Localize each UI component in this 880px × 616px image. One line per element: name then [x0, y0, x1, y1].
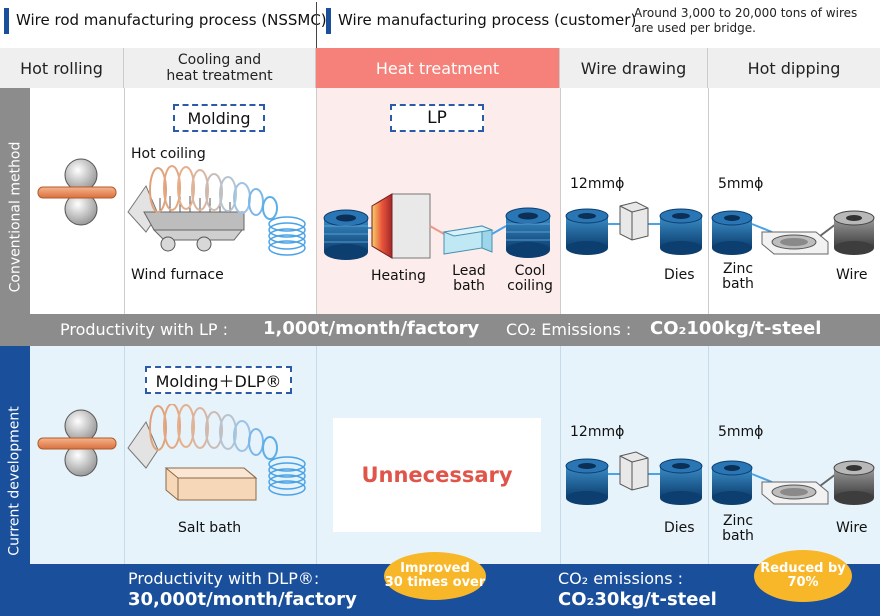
column-wire-drawing: Wire drawing [560, 48, 708, 88]
conventional-divider-1 [124, 88, 125, 314]
column-cooling-line1: Cooling and [177, 52, 262, 68]
salt-bath-label: Salt bath [178, 520, 242, 536]
drawing-diameter-label-current: 12mmϕ [570, 424, 625, 440]
dipping-diameter-label-current: 5mmϕ [718, 424, 764, 440]
reduced-badge-line1: Reduced by [760, 561, 846, 576]
reduced-badge-line2: 70% [787, 575, 819, 590]
cool-coiling-label: Cool coiling [504, 264, 556, 294]
cool-coiling-line1: Cool [514, 263, 546, 279]
improved-badge-line2: 30 times over [384, 575, 486, 590]
improved-badge: Improved 30 times over [384, 552, 486, 600]
hot-coiling-label: Hot coiling [131, 146, 206, 162]
current-side-band: Current development [0, 346, 30, 616]
conventional-divider-4 [708, 88, 709, 314]
drawing-diameter-label: 12mmϕ [570, 176, 625, 192]
molding-dlp-tag: Molding＋DLP® [145, 366, 292, 394]
header-divider [316, 2, 317, 48]
heating-label: Heating [371, 268, 426, 284]
coil-icon [323, 209, 369, 260]
column-cooling: Cooling and heat treatment [124, 48, 316, 88]
lp-line-icon [323, 193, 551, 260]
header-accent-left [4, 8, 9, 34]
unnecessary-box: Unnecessary [333, 418, 541, 532]
wire-drawing-icon-current [565, 451, 703, 505]
header-left-title: Wire rod manufacturing process (NSSMC) [16, 11, 327, 29]
current-divider-2 [316, 346, 317, 564]
zinc-bath-line2-current: bath [722, 528, 754, 544]
cool-coiling-line2: coiling [507, 278, 553, 294]
conventional-side-label: Conventional method [7, 141, 24, 293]
header-note-line2: are used per bridge. [634, 21, 756, 35]
zinc-bath-line1: Zinc [722, 261, 754, 277]
column-hot-rolling: Hot rolling [0, 48, 124, 88]
lead-bath-label: Lead bath [447, 264, 491, 294]
dlp-productivity-label: Productivity with DLP®: [128, 569, 320, 588]
current-side-label: Current development [7, 406, 24, 556]
zinc-bath-line2: bath [722, 276, 754, 292]
column-hot-dipping: Hot dipping [708, 48, 880, 88]
wire-label: Wire [836, 267, 868, 283]
lp-productivity-value: 1,000t/month/factory [263, 318, 480, 339]
reduced-badge: Reduced by 70% [754, 550, 852, 602]
conventional-side-band: Conventional method [0, 88, 30, 346]
improved-badge-line1: Improved [400, 561, 470, 576]
zinc-bath-label-current: Zinc bath [716, 514, 760, 544]
lp-tag: LP [390, 104, 484, 132]
current-divider-3 [560, 346, 561, 564]
unnecessary-label: Unnecessary [361, 463, 513, 487]
rolling-mill-icon-current [37, 409, 117, 477]
wire-drawing-icon [565, 201, 703, 255]
lp-productivity-label: Productivity with LP : [60, 320, 229, 339]
dlp-productivity-value: 30,000t/month/factory [128, 589, 357, 610]
column-heat-treatment: Heat treatment [316, 48, 560, 88]
dlp-emission-value: CO₂30kg/t-steel [558, 589, 717, 610]
lp-emission-value: CO₂100kg/t-steel [650, 318, 822, 339]
lead-bath-line1: Lead [452, 263, 486, 279]
current-divider-1 [124, 346, 125, 564]
dies-label-current: Dies [664, 520, 695, 536]
lp-emission-label: CO₂ Emissions : [506, 320, 632, 339]
header-note-line1: Around 3,000 to 20,000 tons of wires [634, 6, 858, 20]
die-icon [619, 201, 649, 241]
header-note: Around 3,000 to 20,000 tons of wires are… [634, 6, 857, 36]
header-accent-right [326, 8, 331, 34]
zinc-bath-line1-current: Zinc [722, 513, 754, 529]
wind-furnace-icon [127, 165, 306, 256]
dies-label: Dies [664, 267, 695, 283]
lead-bath-line2: bath [453, 278, 485, 294]
current-divider-4 [708, 346, 709, 564]
conventional-divider-2 [316, 88, 317, 314]
zinc-bath-label: Zinc bath [716, 262, 760, 292]
wind-furnace-label: Wind furnace [131, 267, 224, 283]
dlp-emission-label: CO₂ emissions : [558, 569, 683, 588]
wire-label-current: Wire [836, 520, 868, 536]
molding-tag: Molding [173, 104, 265, 132]
header-right-title: Wire manufacturing process (customer) [338, 11, 637, 29]
rolling-mill-icon [37, 158, 117, 226]
column-cooling-line2: heat treatment [166, 68, 273, 84]
conventional-divider-3 [560, 88, 561, 314]
hot-dipping-icon [711, 210, 875, 255]
conventional-summary-band: Productivity with LP : 1,000t/month/fact… [30, 314, 880, 346]
hot-dipping-icon-current [711, 460, 875, 505]
salt-bath-icon [127, 404, 306, 501]
dipping-diameter-label: 5mmϕ [718, 176, 764, 192]
